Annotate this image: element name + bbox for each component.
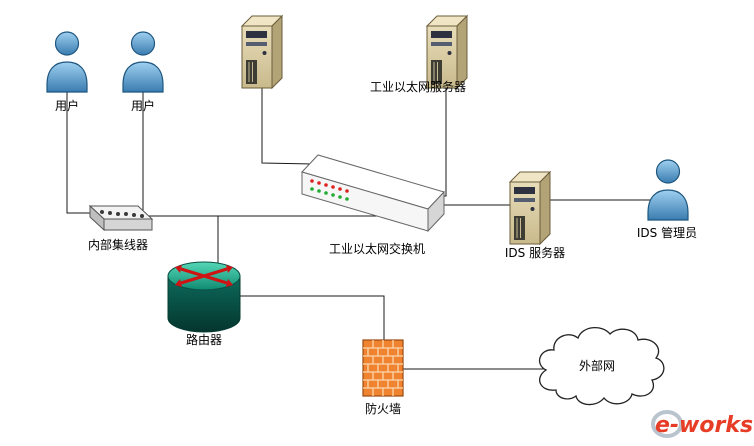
ids-server-label: IDS 服务器 — [504, 246, 566, 260]
connection-lines — [66, 88, 658, 370]
industrial-ethernet-server-icon — [426, 15, 468, 89]
router-arrows — [175, 265, 233, 287]
edge-user1-hub — [66, 92, 100, 214]
switch-icon — [301, 154, 445, 233]
edge-server-switch — [261, 88, 314, 165]
logo-text: e-works — [655, 413, 753, 438]
eworks-logo: e-works — [650, 404, 754, 444]
edge-router-firewall — [236, 295, 385, 346]
user2-label: 用户 — [130, 99, 155, 113]
cloud-shape — [538, 327, 665, 406]
ids-server-icon — [509, 171, 551, 245]
switch-label: 工业以太网交换机 — [328, 242, 425, 256]
industrial-server-label: 工业以太网服务器 — [369, 80, 466, 94]
external-net-label: 外部网 — [578, 359, 615, 373]
hub-label: 内部集线器 — [87, 238, 148, 252]
router-label: 路由器 — [185, 333, 222, 347]
switch-leds — [310, 179, 349, 201]
user2-icon — [122, 31, 164, 93]
ids-admin-label: IDS 管理员 — [636, 226, 698, 240]
user1-icon — [46, 31, 88, 93]
server-icon — [241, 15, 283, 89]
user1-label: 用户 — [54, 99, 79, 113]
edge-industrial-server-switch — [438, 88, 447, 197]
router-icon — [167, 261, 241, 333]
firewall-label: 防火墙 — [364, 402, 401, 416]
logo-swoosh — [651, 410, 683, 438]
ids-admin-icon — [647, 159, 689, 221]
firewall-icon — [362, 339, 404, 397]
hub-icon — [88, 204, 154, 232]
